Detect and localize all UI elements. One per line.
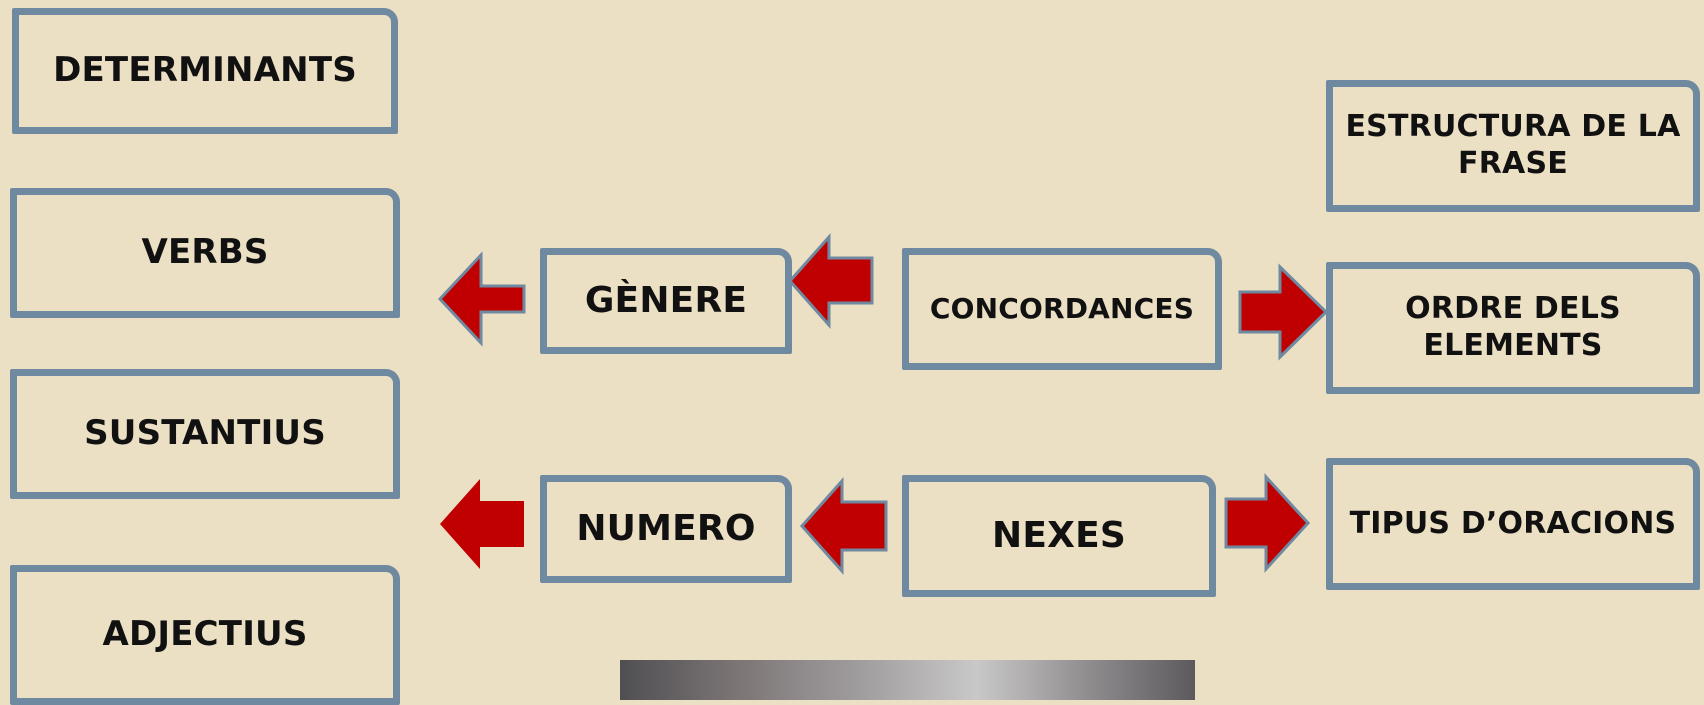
- arrow-left-icon: [787, 233, 874, 329]
- determinants-box: DETERMINANTS: [12, 8, 398, 134]
- adjectius-box: ADJECTIUS: [10, 565, 400, 705]
- tipus-label: TIPUS D’ORACIONS: [1349, 505, 1677, 541]
- concordances-box: CONCORDANCES: [902, 248, 1222, 370]
- ordre-label-line2: ELEMENTS: [1423, 328, 1603, 363]
- ordre-label-line1: ORDRE DELS: [1405, 291, 1621, 327]
- nexes-label: NEXES: [992, 515, 1126, 557]
- determinants-label: DETERMINANTS: [53, 50, 357, 91]
- nexes-box: NEXES: [902, 475, 1216, 597]
- bottom-photo: [620, 660, 1195, 700]
- arrow-left-icon: [437, 251, 526, 347]
- arrow-right-icon: [1238, 263, 1329, 361]
- sustantius-box: SUSTANTIUS: [10, 369, 400, 499]
- genere-box: GÈNERE: [540, 248, 792, 354]
- estructura-label-line1: ESTRUCTURA DE LA: [1345, 109, 1681, 145]
- estructura-label-line2: FRASE: [1458, 146, 1568, 181]
- ordre-box: ORDRE DELS ELEMENTS: [1326, 262, 1700, 394]
- adjectius-label: ADJECTIUS: [102, 614, 308, 655]
- verbs-box: VERBS: [10, 188, 400, 318]
- arrow-left-icon: [440, 479, 524, 569]
- arrow-left-icon: [799, 477, 888, 575]
- numero-box: NUMERO: [540, 475, 792, 583]
- estructura-box: ESTRUCTURA DE LA FRASE: [1326, 80, 1700, 212]
- verbs-label: VERBS: [141, 232, 269, 273]
- arrow-right-icon: [1224, 473, 1311, 573]
- concordances-label: CONCORDANCES: [929, 291, 1195, 325]
- tipus-box: TIPUS D’ORACIONS: [1326, 458, 1700, 590]
- genere-label: GÈNERE: [584, 280, 748, 322]
- sustantius-label: SUSTANTIUS: [84, 413, 326, 454]
- numero-label: NUMERO: [576, 508, 756, 550]
- estructura-text: ESTRUCTURA DE LA FRASE: [1345, 109, 1680, 182]
- ordre-text: ORDRE DELS ELEMENTS: [1405, 291, 1621, 364]
